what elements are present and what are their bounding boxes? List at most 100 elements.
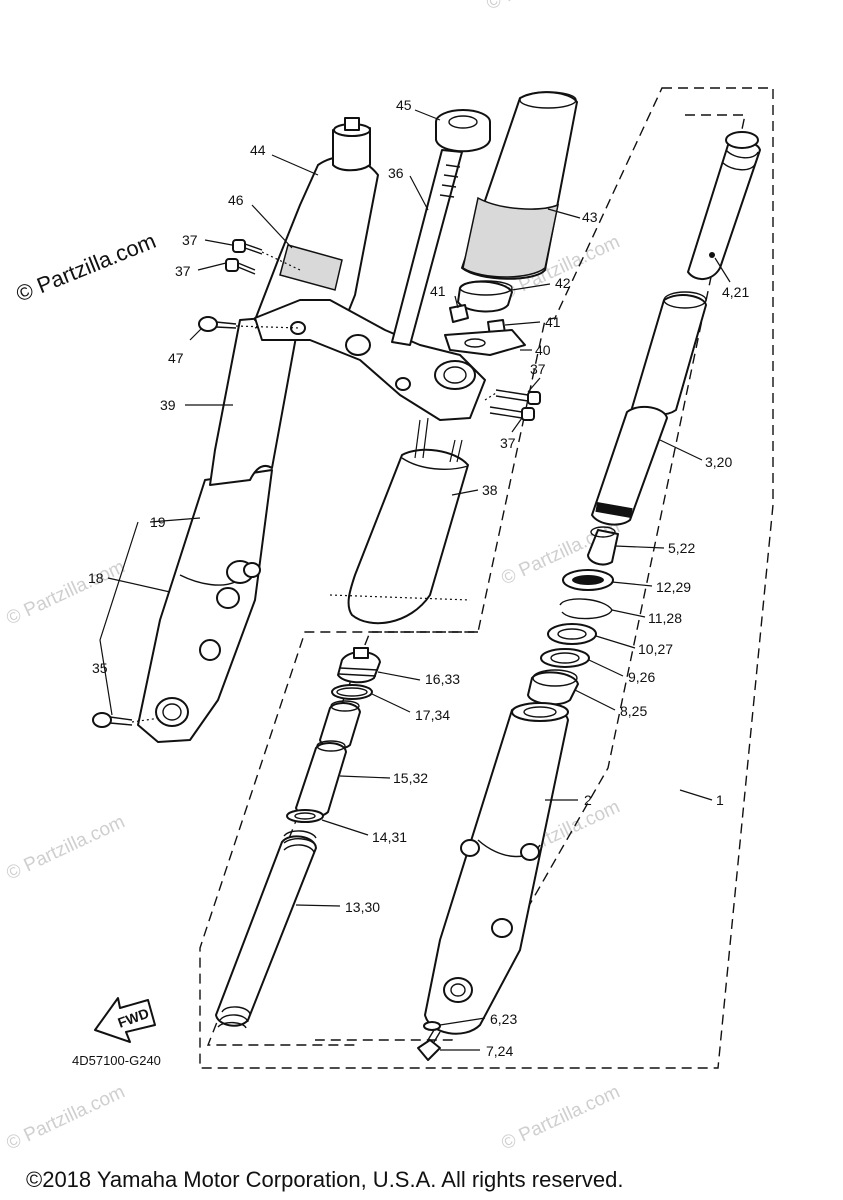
part-label: 41 [545,314,561,330]
outer-tube-2-top [511,702,569,722]
part-label: 15,32 [393,770,428,786]
outer-tube-2-boss-a [460,839,480,857]
part-label: 7,24 [486,1043,513,1059]
part-label: 18 [88,570,104,586]
part-label: 37 [175,263,191,279]
watermark: © Partzilla.com [3,811,128,884]
part-label: 14,31 [372,829,407,845]
mount-boss-lower [216,587,240,609]
bolt-37-b [225,258,239,272]
bracket-hole-b [434,360,476,390]
bolt-47 [198,316,218,332]
bearing-45-body [435,122,491,153]
leader-lines [99,109,731,1051]
cartridge-parts [215,647,381,1029]
part-label: 37 [530,361,546,377]
part-label: 6,23 [490,1011,517,1027]
bolt-37-c [527,391,541,405]
cover-band-43 [462,196,560,278]
part-label: 37 [182,232,198,248]
part-label: 42 [555,275,571,291]
part-label: 16,33 [425,671,460,687]
washer-14-31 [286,809,324,823]
part-label: 44 [250,142,266,158]
bolts-left [92,239,301,728]
part-label: 38 [482,482,498,498]
bolt-37-d [521,407,535,421]
part-label: 13,30 [345,899,380,915]
washer-6-23 [423,1021,441,1031]
outer-tube-2-boss-b [520,843,540,861]
axle-hole [162,703,182,721]
part-label: 47 [168,350,184,366]
lower-bracket [254,299,486,421]
clip-11-28 [559,598,613,620]
mount-boss-upper-2 [243,562,261,578]
mount-boss-bottom [199,639,221,661]
rod-top [725,131,759,149]
part-label: 2 [584,792,592,808]
part-label: 35 [92,660,108,676]
bracket-hole-d [290,321,306,335]
fork-spring-13-30 [215,835,317,1027]
outer-tube-2-axle [443,977,473,1003]
part-label: 19 [150,514,166,530]
fork-assembly-left [137,117,486,743]
inner-tube-39 [209,314,301,486]
watermark: © Partzilla.com [3,556,128,629]
nut-41-a [449,304,469,323]
part-label: 8,25 [620,703,647,719]
o-ring-17-34 [331,684,373,700]
part-label: 39 [160,397,176,413]
part-label: 45 [396,97,412,113]
upper-cluster [435,91,578,421]
emblem-46 [279,244,343,291]
bracket-hole-c [395,377,411,391]
copyright-notice: ©2018 Yamaha Motor Corporation, U.S.A. A… [26,1167,623,1192]
part-label: 37 [500,435,516,451]
part-label: 3,20 [705,454,732,470]
collar-5-22 [587,529,619,566]
washer-9-26 [540,648,590,668]
part-label: 12,29 [656,579,691,595]
inner-assembly-outline [199,87,774,1069]
tube-3-20-lower [591,405,668,526]
cap-bolt-tip [344,117,360,131]
diagram-code: 4D57100-G240 [72,1053,161,1068]
part-labels: 44 46 37 37 47 39 19 18 35 45 36 43 42 4… [88,97,749,1059]
fork-guard-38 [347,448,469,625]
part-label: 17,34 [415,707,450,723]
part-label: 36 [388,165,404,181]
part-label: 41 [430,283,446,299]
bolt-35 [92,712,112,728]
bracket-hole-a [345,334,371,356]
oil-seal-10-27 [547,623,597,645]
outer-tube-2-boss-c [491,918,513,938]
part-label: 9,26 [628,669,655,685]
partzilla-watermark: © Partzilla.com [13,228,160,307]
drain-bolt-7-24 [417,1039,441,1061]
bolt-37-a [232,239,246,253]
watermark: © Partzilla.com [483,0,608,15]
part-label: 5,22 [668,540,695,556]
bushing-8-25 [527,671,579,706]
fwd-arrow: FWD [94,997,156,1043]
part-label: 11,28 [648,610,682,626]
bracket-hole-b-inner [443,366,467,384]
cap-bolt-16-33-hex [353,647,369,659]
damper-rod-4-21 [687,140,761,280]
cap-bolt-top [332,127,371,172]
damper-parts [417,131,761,1061]
watermark: © Partzilla.com [498,1081,623,1154]
part-label: 40 [535,342,551,358]
part-label: 46 [228,192,244,208]
part-label: 4,21 [722,284,749,300]
outer-tube-18 [137,469,273,743]
part-label: 1 [716,792,724,808]
axle-boss [155,697,189,727]
part-label: 10,27 [638,641,673,657]
part-label: 43 [582,209,598,225]
watermark: © Partzilla.com [3,1081,128,1154]
spacer-15-32 [295,742,347,818]
